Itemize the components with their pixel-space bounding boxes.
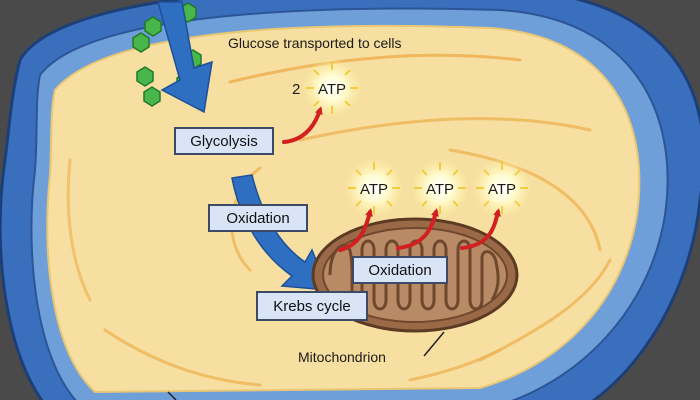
glycolysis-label: Glycolysis <box>174 127 274 155</box>
oxidation-atp-arrow-1 <box>338 208 373 252</box>
glycolysis-atp-count: 2 <box>292 81 300 98</box>
mitochondrion-pointer <box>423 331 445 357</box>
atp-label-glycolysis: ATP <box>318 81 346 98</box>
atp-production-arrows <box>282 106 501 252</box>
bottom-pointer <box>167 391 177 400</box>
mitochondrion-label: Mitochondrion <box>298 349 386 365</box>
oxidation-label-2: Oxidation <box>352 256 448 284</box>
glucose-transport-arrow <box>157 1 213 114</box>
oxidation-atp-arrow-3 <box>460 208 501 250</box>
oxidation-atp-arrow-2 <box>396 208 439 250</box>
atp-label-1: ATP <box>360 181 388 198</box>
glycolysis-atp-arrow <box>282 106 323 144</box>
oxidation-label-1: Oxidation <box>208 204 308 232</box>
atp-sparkles <box>306 62 528 214</box>
atp-label-3: ATP <box>488 181 516 198</box>
atp-label-2: ATP <box>426 181 454 198</box>
glucose-transport-label: Glucose transported to cells <box>228 35 402 51</box>
krebs-cycle-label: Krebs cycle <box>256 291 368 321</box>
